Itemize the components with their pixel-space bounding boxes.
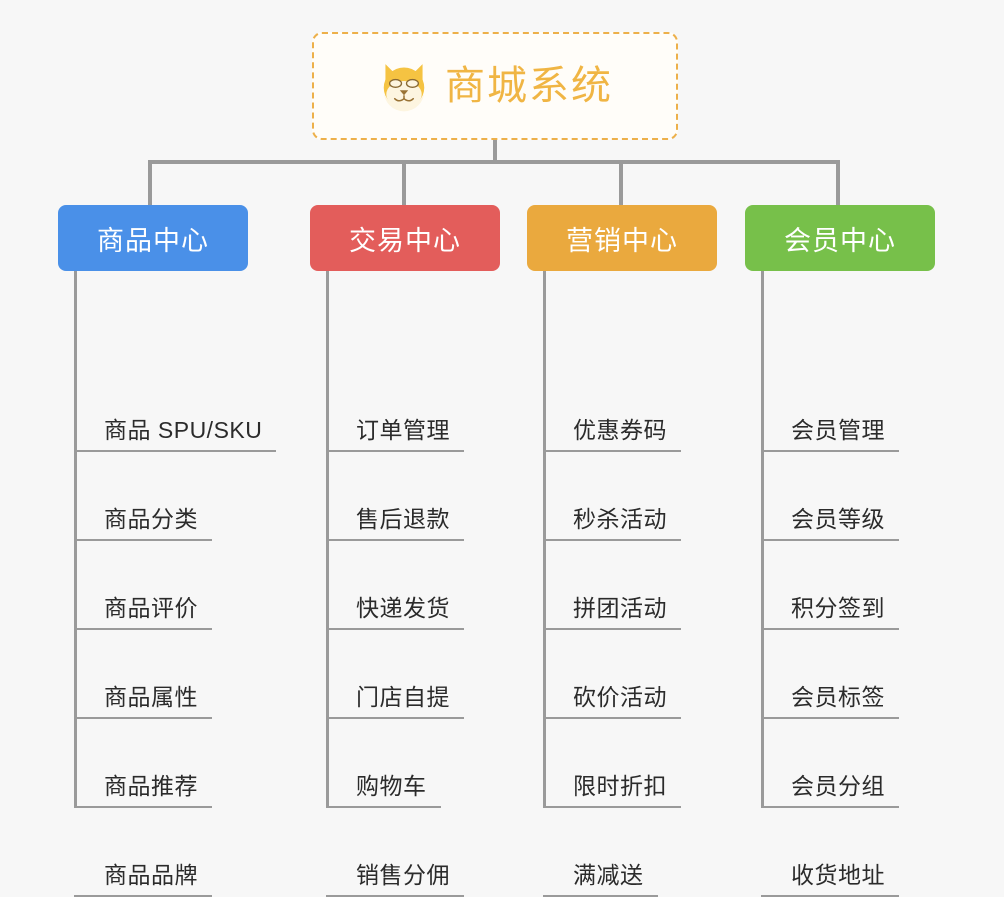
connector-root-stem (493, 140, 497, 163)
leaf-label: 订单管理 (356, 417, 450, 443)
leaf-label: 售后退款 (356, 506, 450, 532)
mindmap-canvas: 商城系统 商品中心 商品 SPU/SKU 商品分类 商品评价 商品属性 (58, 32, 935, 897)
connector-drop-marketing-center (619, 160, 623, 206)
category-box-marketing-center[interactable]: 营销中心 (527, 205, 717, 271)
leaf-label: 商品推荐 (104, 773, 198, 799)
category-label: 商品中心 (97, 225, 209, 256)
branch-trade-center: 交易中心 订单管理 售后退款 快递发货 门店自提 购物车 销售分佣 (310, 205, 500, 897)
leaf-label: 秒杀活动 (573, 506, 667, 532)
leaf-label: 会员标签 (791, 684, 885, 710)
category-label: 交易中心 (349, 225, 461, 256)
leaf-label: 销售分佣 (356, 862, 450, 888)
category-box-trade-center[interactable]: 交易中心 (310, 205, 500, 271)
leaf-label: 收货地址 (791, 862, 885, 888)
leaf-label: 商品分类 (104, 506, 198, 532)
leaf-label: 拼团活动 (573, 595, 667, 621)
branch-marketing-center: 营销中心 优惠券码 秒杀活动 拼团活动 砍价活动 限时折扣 满减送 (527, 205, 717, 897)
connector-drop-trade-center (402, 160, 406, 206)
connector-horizontal-bus (148, 160, 840, 164)
leaf-label: 商品 SPU/SKU (104, 417, 263, 443)
leaf-label: 会员管理 (791, 417, 885, 443)
branch-spine (761, 271, 764, 806)
leaf-label: 满减送 (573, 862, 644, 888)
leaf-label: 购物车 (356, 773, 427, 799)
branch-product-center: 商品中心 商品 SPU/SKU 商品分类 商品评价 商品属性 商品推荐 商品品牌 (58, 205, 277, 897)
leaf-label: 快递发货 (356, 595, 450, 621)
leaf-label: 商品品牌 (104, 862, 198, 888)
root-title: 商城系统 (445, 64, 613, 108)
leaf-label: 门店自提 (356, 684, 450, 710)
root-node[interactable]: 商城系统 (312, 32, 678, 140)
connector-drop-product-center (148, 160, 152, 206)
leaf-label: 砍价活动 (573, 684, 667, 710)
leaf-label: 限时折扣 (573, 773, 667, 799)
branch-member-center: 会员中心 会员管理 会员等级 积分签到 会员标签 会员分组 收货地址 (745, 205, 935, 897)
category-box-member-center[interactable]: 会员中心 (745, 205, 935, 271)
leaf-label: 会员分组 (791, 773, 885, 799)
leaf-label: 商品评价 (104, 595, 198, 621)
leaf-label: 会员等级 (791, 506, 885, 532)
leaf-label: 优惠券码 (573, 417, 667, 443)
leaf-label: 商品属性 (104, 684, 198, 710)
category-label: 营销中心 (566, 225, 678, 256)
branch-spine (543, 271, 546, 806)
shiba-dog-face-icon (383, 64, 425, 112)
leaf-label: 积分签到 (791, 595, 885, 621)
branch-spine (74, 271, 77, 806)
category-label: 会员中心 (784, 225, 896, 256)
connector-drop-member-center (836, 160, 840, 206)
category-box-product-center[interactable]: 商品中心 (58, 205, 248, 271)
branch-spine (326, 271, 329, 806)
